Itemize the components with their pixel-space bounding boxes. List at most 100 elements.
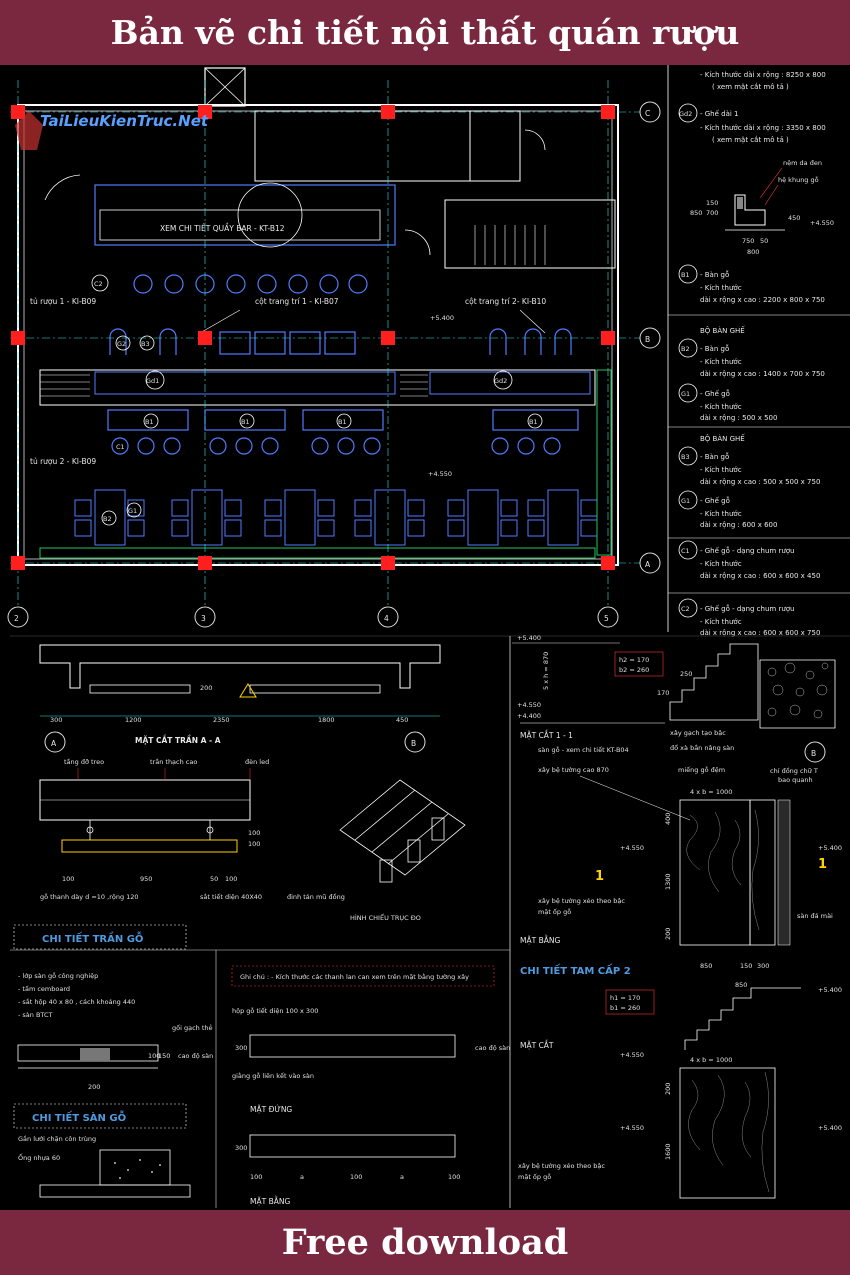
note-hop-go: hộp gỗ tiết diện 100 x 300 [232,1006,318,1015]
legend-c2-kt: - Kích thước [700,618,742,626]
ceil-dinh: đinh tán mũ đồng [287,893,345,901]
floor-dim-200: 200 [88,1083,100,1091]
wood-floor-detail: - lớp sàn gỗ công nghiệp - tấm cemboard … [13,971,213,1198]
planter-strip [39,547,596,559]
legend-gd2-name: - Ghế dài 1 [700,110,739,118]
legend-g1-dim: dài x rộng : 500 x 500 [700,414,777,422]
legend-c1-dim: dài x rộng x cao : 600 x 600 x 450 [700,572,820,580]
ceil-det-100a: 100 [62,875,74,883]
legend-b1-tag: B1 [681,271,690,279]
cad-sheet: XEM CHI TIẾT QUẦY BAR - KT-B12 C2 tủ rượ… [7,65,850,1208]
floor-layer-1: - lớp sàn gỗ công nghiệp [18,971,98,980]
st1-bao-quanh: bao quanh [778,776,813,784]
tag-b1: B1 [145,418,154,426]
st1-mat-op: mặt ốp gỗ [538,907,571,916]
st1-lvl-left: +4.550 [620,844,644,852]
tag-b2: B2 [103,515,112,523]
ceiling-section: 300 1200 2350 1800 450 200 A B MẶT CẮT T… [13,644,466,950]
ceil-det-100d: 100 [248,840,260,848]
grid-col-2: 2 [14,614,19,623]
st1-grid-b: B [811,749,816,758]
ceil-section-title: MẶT CẮT TRẦN A - A [135,735,221,745]
st2-h1: h1 = 170 [610,994,640,1002]
note-dim-a2: a [400,1173,404,1181]
ceil-dim-1800: 1800 [318,716,335,724]
legend-c1-name: - Ghế gỗ - dạng chum rượu [700,546,794,555]
ceil-dim-300: 300 [50,716,62,724]
grid-col-3: 3 [201,614,206,623]
legend-set1: BỘ BÀN GHẾ [700,325,745,335]
tag-c1: C1 [116,443,125,451]
st1-san-da: sàn đá mài [797,912,833,920]
tag-b1-2: B1 [241,418,250,426]
stair-detail-2: CHI TIẾT TAM CẤP 2 850 +5.400 h1 = 170 b… [518,962,842,1199]
label-tu-ruou-2: tủ rượu 2 - KI-B09 [30,457,96,466]
st2-d1600: 1600 [664,1143,672,1160]
label-cot-trang-tri-1: cột trang trí 1 - KI-B07 [255,297,339,306]
stair-detail-1: +5.400 5 x h = 870 +4.550 +4.400 h2 = 17… [512,634,842,970]
ceil-tran-thach-cao: trần thạch cao [150,758,197,766]
note-dim-a1: a [300,1173,304,1181]
legend-g1-tag: G1 [681,390,690,398]
legend-b3-name: - Bàn gỗ [700,452,729,461]
st2-dim-4xb: 4 x b = 1000 [690,1056,732,1064]
ceil-go-thanh: gỗ thanh dày d =10 ,rộng 120 [40,892,139,901]
floor-layer-4: - sàn BTCT [18,1011,53,1019]
st2-xay-be-xeo: xây bệ tường xéo theo bậc [518,1162,605,1170]
tag-gd2: Gd2 [494,377,507,385]
st1-h2: h2 = 170 [619,656,649,664]
legend-g1b-dim: dài x rộng : 600 x 600 [700,521,777,529]
cad-drawing: XEM CHI TIẾT QUẦY BAR - KT-B12 C2 tủ rượ… [0,65,850,1210]
ceil-det-100c: 100 [248,829,260,837]
ceil-dim-200: 200 [200,684,212,692]
legend-b2-name: - Bàn gỗ [700,344,729,353]
st1-san-go: sàn gỗ - xem chi tiết KT-B04 [538,745,629,754]
st2-dim-850: 850 [735,981,747,989]
tag-b1-4: B1 [529,418,538,426]
legend-gd1-note: ( xem mặt cắt mô tả ) [712,82,789,91]
railing-detail: Ghi chú : - Kích thước các thanh lan can… [231,965,510,1206]
legend-gd2-size: - Kích thước dài x rộng : 3350 x 800 [700,124,826,132]
floor-dim-100: 100 [148,1052,160,1060]
st2-b1: b1 = 260 [610,1004,640,1012]
floor-layer-3: - sắt hộp 40 x 80 , cách khoảng 440 [18,997,135,1006]
legend-c1-tag: C1 [681,547,690,555]
ceil-dim-450: 450 [396,716,408,724]
chum-chairs [111,437,561,455]
tag-gd1: Gd1 [146,377,159,385]
tag-b1-3: B1 [338,418,347,426]
note-dim-100a: 100 [250,1173,262,1181]
isometric-view [339,779,466,883]
st1-xay-be: xây bệ tường cao 870 [538,766,609,774]
label-cot-trang-tri-2: cột trang trí 2- KI-B10 [465,297,546,306]
note-text: Ghi chú : - Kích thước các thanh lan can… [240,972,469,981]
note-dim-300a: 300 [235,1044,247,1052]
floor-goi-gach: gối gạch thẻ [172,1024,213,1032]
detail-150: 150 [706,199,718,207]
legend-b2-kt: - Kích thước [700,358,742,366]
st1-d200: 200 [664,928,672,940]
grid-col-4: 4 [384,614,389,623]
legend-c1-kt: - Kích thước [700,560,742,568]
st1-mat-cat: MẶT CẮT 1 - 1 [520,730,573,740]
wood-plank [61,839,238,853]
detail-he-khung: hệ khung gỗ [778,175,819,184]
plan-outer-wall [17,104,619,566]
st1-mark-left: 1 [595,869,604,884]
watermark-logo: TaiLieuKienTruc.Net [15,111,209,150]
st1-lvl-mid: +4.550 [517,701,541,709]
grid-row-b: B [645,335,650,344]
footer-free-download: Free download [281,1222,569,1263]
legend-b3-tag: B3 [681,453,690,461]
st1-d170: 170 [657,689,669,697]
st1-b2: b2 = 260 [619,666,649,674]
bench-section-detail: nệm da đen hệ khung gỗ 850 700 150 450 7… [690,159,834,256]
legend-g1b-name: - Ghế gỗ [700,496,730,505]
door-swing [524,129,546,151]
bar-counter [94,184,396,246]
ceil-dim-1200: 1200 [125,716,142,724]
iso-caption: HÌNH CHIẾU TRỤC ĐO [350,912,421,922]
st1-dim-850: 850 [700,962,712,970]
st1-dim-300: 300 [757,962,769,970]
st1-lvl-low: +4.400 [517,712,541,720]
